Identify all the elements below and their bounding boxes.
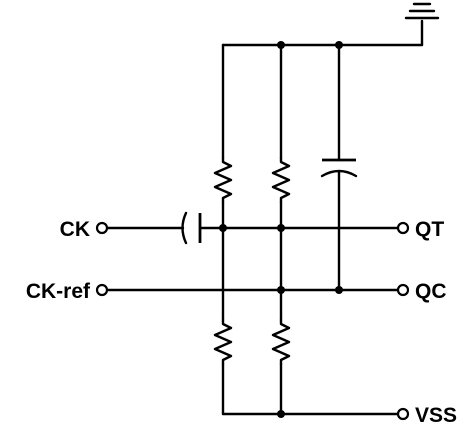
- terminal-ck-ref: [95, 283, 109, 297]
- junction-dot: [277, 410, 285, 418]
- resistor-r4: [271, 318, 291, 366]
- junction-dot: [335, 286, 343, 294]
- junction-dot: [219, 224, 227, 232]
- resistor-r2: [271, 156, 291, 204]
- resistor-r1: [213, 156, 233, 204]
- label-ck-ref: CK-ref: [26, 280, 91, 303]
- label-qt: QT: [415, 218, 444, 241]
- label-ck: CK: [60, 218, 90, 241]
- junction-dot: [335, 41, 343, 49]
- junction-dot: [277, 224, 285, 232]
- resistor-r3: [213, 318, 233, 366]
- ground-icon: [404, 2, 440, 47]
- label-vss: VSS: [415, 404, 457, 427]
- terminal-qc: [396, 283, 410, 297]
- terminal-qt: [396, 221, 410, 235]
- terminal-ck: [95, 221, 109, 235]
- junction-dot: [277, 41, 285, 49]
- terminal-vss: [396, 407, 410, 421]
- capacitor-c1: [181, 211, 202, 245]
- junction-dot: [277, 286, 285, 294]
- label-qc: QC: [415, 280, 447, 303]
